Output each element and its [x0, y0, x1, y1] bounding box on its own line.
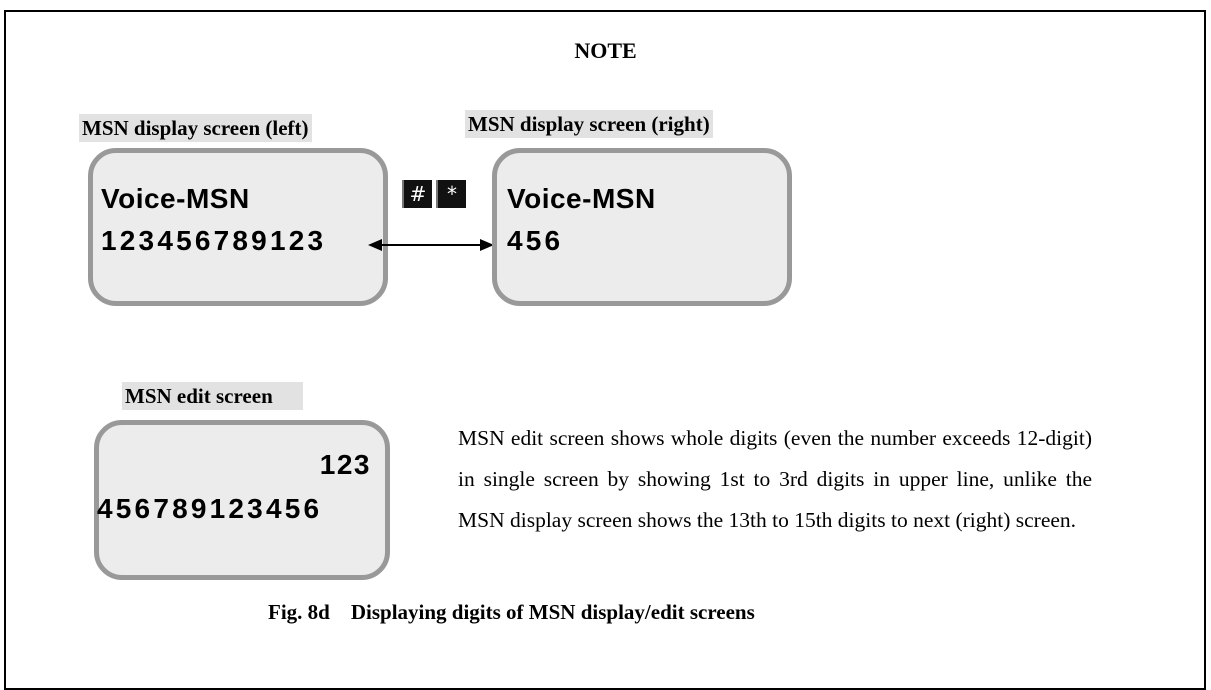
- screen-left-line1: Voice-MSN: [101, 183, 250, 214]
- figure-caption: Fig. 8d Displaying digits of MSN display…: [268, 600, 755, 624]
- edit-screen-line2: 456789123456: [97, 493, 323, 524]
- note-title: NOTE: [574, 38, 637, 63]
- caption-display-left: MSN display screen (left): [79, 114, 312, 142]
- description-text: MSN edit screen shows whole digits (even…: [458, 426, 1092, 532]
- screen-right-line1: Voice-MSN: [507, 183, 656, 214]
- msn-edit-screen: 123 456789123456: [94, 420, 390, 580]
- msn-display-screen-left: Voice-MSN 123456789123: [88, 148, 388, 306]
- star-key-icon: *: [436, 180, 466, 208]
- edit-screen-line1: 123: [319, 449, 371, 480]
- caption-edit-screen: MSN edit screen: [122, 382, 303, 410]
- hash-key-icon: #: [402, 180, 432, 208]
- double-arrow-icon: [368, 239, 494, 251]
- screen-right-line2: 456: [507, 225, 564, 256]
- caption-display-right: MSN display screen (right): [465, 110, 713, 138]
- msn-display-screen-right: Voice-MSN 456: [492, 148, 792, 306]
- screen-left-line2: 123456789123: [101, 225, 327, 256]
- key-indicators: # *: [402, 180, 466, 208]
